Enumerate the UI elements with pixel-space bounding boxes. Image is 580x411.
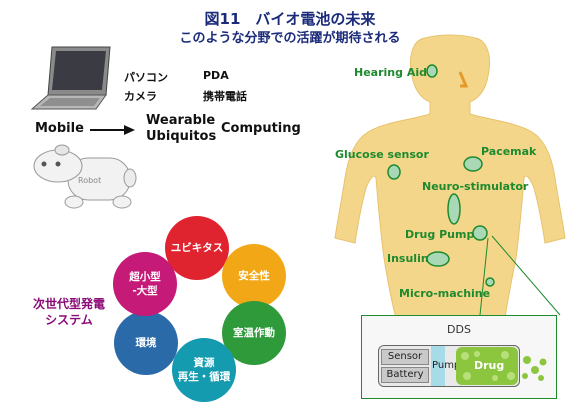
glucose-sensor-marker [387,164,401,180]
pacemaker-marker [463,156,483,172]
dds-pump: Pump [432,360,461,371]
figure-subtitle: このような分野での活躍が期待される [179,31,401,46]
computing-label: Computing [221,121,301,136]
insulin-marker [426,251,450,267]
micro-machine-marker [485,277,495,287]
circle-room-temp: 室温作動 [222,301,286,365]
glucose-sensor-label: Glucose sensor [335,148,429,161]
hearing-aid-label: Hearing Aid [354,66,427,79]
robot-icon [33,144,137,209]
drug-pump-label: Drug Pump [405,228,475,241]
insulin-label: Insulin [387,252,429,265]
camera-label: カメラ [124,90,157,103]
micro-machine-label: Micro-machine [399,287,491,300]
wearable-label: Wearable [146,113,216,128]
circle-safety: 安全性 [222,244,286,308]
circle-safety-label: 安全性 [238,270,270,282]
circle-environment: 環境 [114,311,178,375]
circle-environment-label: 環境 [135,337,157,349]
next-gen-label-line1: 次世代型発電 [32,297,105,311]
circle-ubiquitous-label: ユビキタス [170,242,224,254]
neuro-stimulator-marker [447,193,461,225]
phone-label: 携帯電話 [203,90,247,103]
circle-resource-recycling: 資源 再生・循環 [172,338,236,402]
pc-label: パソコン [124,71,168,84]
next-gen-label-line2: システム [45,313,93,327]
dds-title: DDS [447,323,471,336]
circle-micro-macro-label: 超小型 -大型 [129,271,161,297]
neuro-stimulator-label: Neuro-stimulator [422,180,529,193]
ubiquitos-label: Ubiquitos [146,129,217,144]
hearing-aid-marker [426,64,438,78]
circle-resource-recycling-label: 資源 再生・循環 [177,357,231,383]
device-markers [387,64,561,316]
dds-battery: Battery [381,367,429,383]
dds-pump-chamber [431,346,445,386]
human-body-silhouette [334,34,566,318]
circle-room-temp-label: 室温作動 [233,327,275,339]
circle-ubiquitous: ユビキタス [165,216,229,280]
drug-pump-marker [472,225,488,241]
arrow-right-icon [90,125,135,135]
circle-micro-macro: 超小型 -大型 [113,252,177,316]
dds-leader-left [479,237,489,316]
dds-drug-reservoir [456,347,547,385]
dds-drug: Drug [474,359,505,372]
pda-label: PDA [203,69,229,82]
robot-label: Robot [78,176,102,185]
dds-leader-right [491,235,561,316]
laptop-icon [30,46,111,110]
dds-sensor: Sensor [381,349,429,365]
pacemaker-label: Pacemak [481,145,537,158]
mobile-label: Mobile [35,121,84,136]
figure-title: 図11 バイオ電池の未来 [204,10,376,28]
next-gen-label: 次世代型発電 システム [18,296,120,328]
